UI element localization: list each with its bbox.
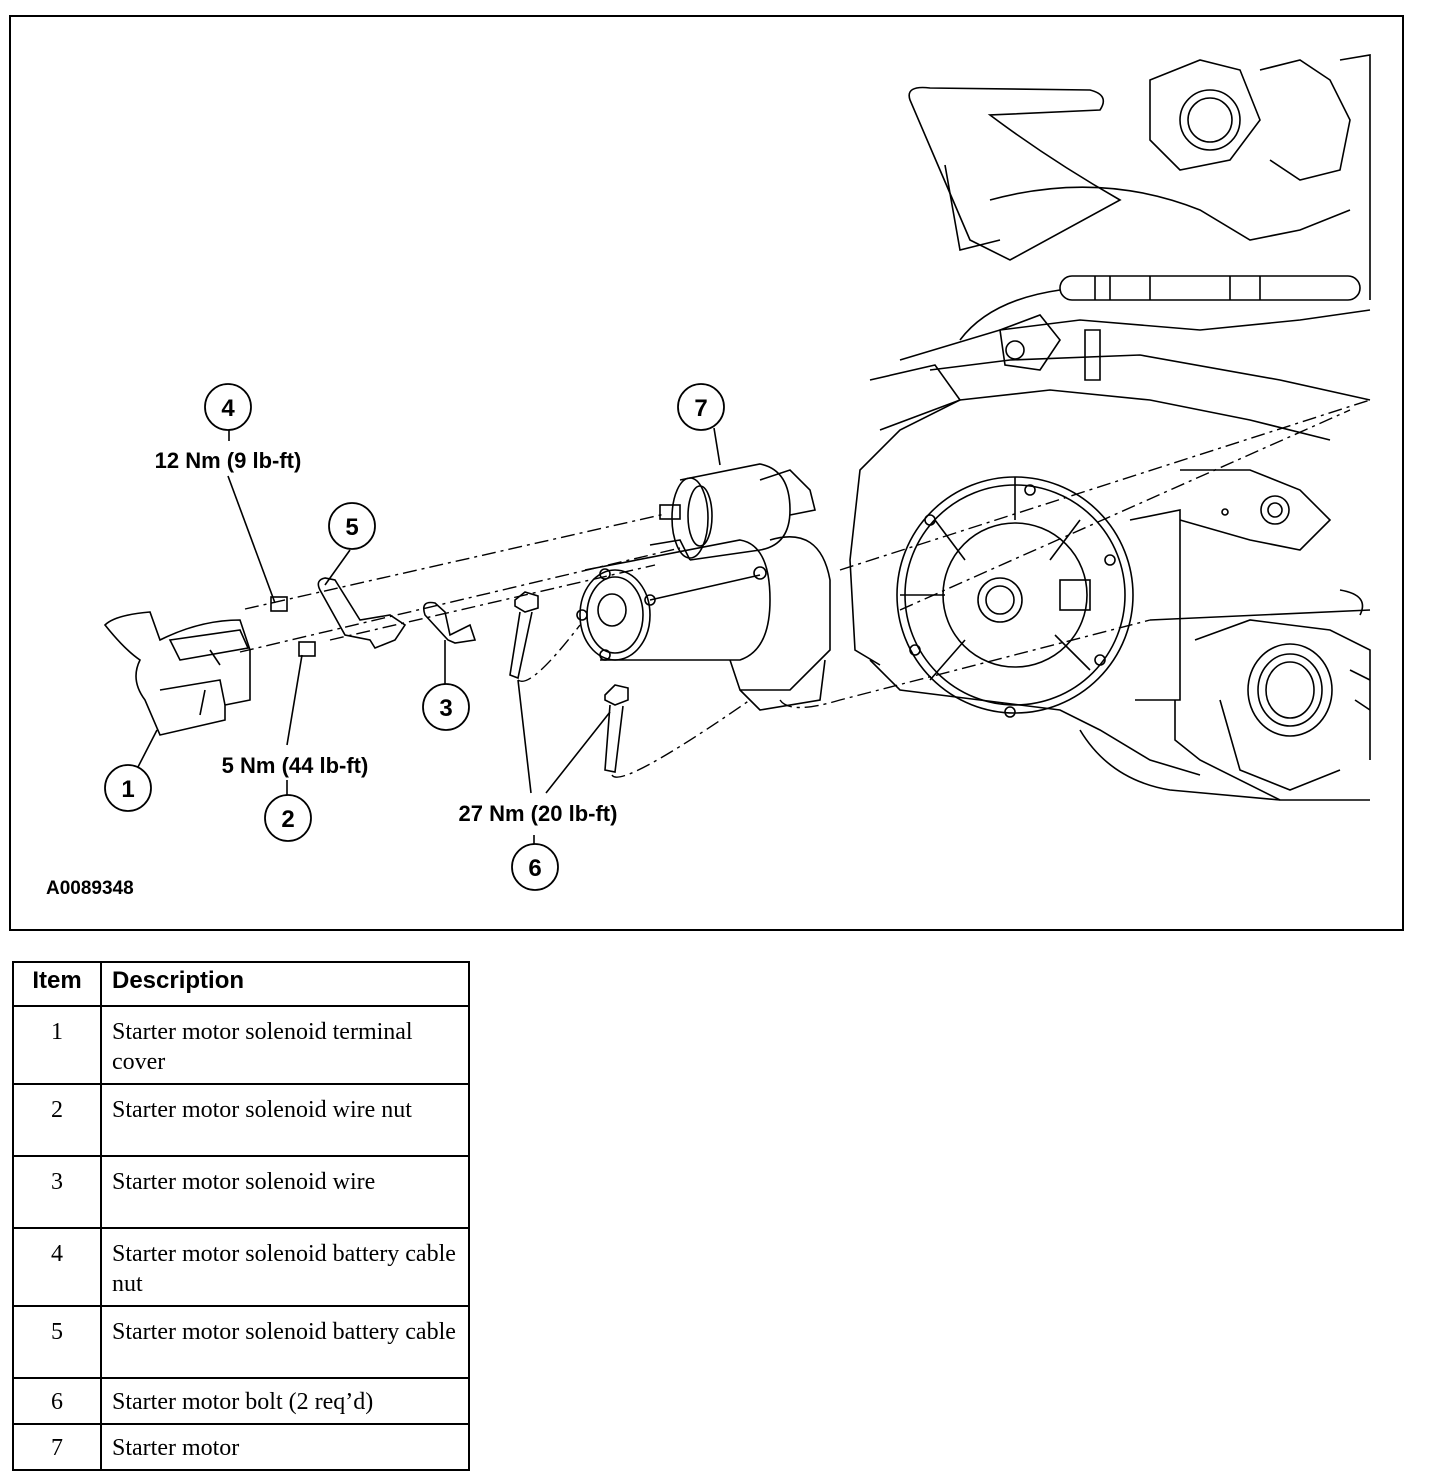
- callout-7: 7: [677, 383, 725, 431]
- alignment-lines: [239, 399, 1371, 778]
- solenoid-wire-drawing: [422, 601, 477, 644]
- battery-cable-drawing: [317, 577, 407, 649]
- callout-number: 6: [528, 855, 541, 882]
- item-number: 2: [12, 1083, 102, 1157]
- starter-motor-drawing: [576, 463, 831, 711]
- item-description: Starter motor bolt (2 req’d): [100, 1377, 470, 1425]
- exploded-view-illustration: 1 2 3 4 5 6 7 12 Nm (9 lb-ft) 5 Nm (44 l…: [46, 54, 1371, 899]
- table-row: 7 Starter motor: [12, 1423, 470, 1471]
- leader-lines: [137, 427, 721, 845]
- description-column-header: Description: [100, 961, 470, 1007]
- table-row: 1 Starter motor solenoid terminal cover: [12, 1005, 470, 1085]
- callout-3: 3: [422, 683, 470, 731]
- illustration-frame: [9, 15, 1404, 931]
- item-description: Starter motor solenoid battery cable: [100, 1305, 470, 1379]
- table-row: 4 Starter motor solenoid battery cable n…: [12, 1227, 470, 1307]
- torque-label-item-6: 27 Nm (20 lb-ft): [459, 801, 618, 826]
- torque-label-item-2: 5 Nm (44 lb-ft): [222, 753, 369, 778]
- parts-table: Item Description 1 Starter motor solenoi…: [12, 961, 470, 1471]
- item-number: 4: [12, 1227, 102, 1307]
- callout-2: 2: [264, 794, 312, 842]
- item-number: 7: [12, 1423, 102, 1471]
- table-row: 6 Starter motor bolt (2 req’d): [12, 1377, 470, 1425]
- item-column-header: Item: [12, 961, 102, 1007]
- item-number: 3: [12, 1155, 102, 1229]
- item-number: 6: [12, 1377, 102, 1425]
- torque-label-item-4: 12 Nm (9 lb-ft): [155, 448, 302, 473]
- callout-number: 1: [121, 776, 134, 803]
- table-row: 5 Starter motor solenoid battery cable: [12, 1305, 470, 1379]
- callout-number: 4: [221, 395, 235, 422]
- battery-cable-nut-drawing: [270, 596, 288, 612]
- item-description: Starter motor solenoid wire nut: [100, 1083, 470, 1157]
- callout-1: 1: [104, 764, 152, 812]
- item-description: Starter motor: [100, 1423, 470, 1471]
- callout-number: 2: [281, 806, 294, 833]
- callout-5: 5: [328, 502, 376, 550]
- terminal-cover-drawing: [103, 611, 251, 736]
- table-header-row: Item Description: [12, 961, 470, 1007]
- callout-number: 3: [439, 695, 452, 722]
- item-description: Starter motor solenoid battery cable nut: [100, 1227, 470, 1307]
- callout-4: 4: [204, 383, 252, 431]
- item-number: 1: [12, 1005, 102, 1085]
- figure-id: A0089348: [46, 878, 134, 899]
- starter-bolt-drawing: [509, 591, 629, 773]
- table-row: 3 Starter motor solenoid wire: [12, 1155, 470, 1229]
- engine-transmission-drawing: [849, 54, 1371, 801]
- wire-nut-drawing: [298, 641, 316, 657]
- item-number: 5: [12, 1305, 102, 1379]
- callout-6: 6: [511, 843, 559, 891]
- table-row: 2 Starter motor solenoid wire nut: [12, 1083, 470, 1157]
- item-description: Starter motor solenoid wire: [100, 1155, 470, 1229]
- item-description: Starter motor solenoid terminal cover: [100, 1005, 470, 1085]
- callout-number: 5: [345, 514, 358, 541]
- callout-number: 7: [694, 395, 707, 422]
